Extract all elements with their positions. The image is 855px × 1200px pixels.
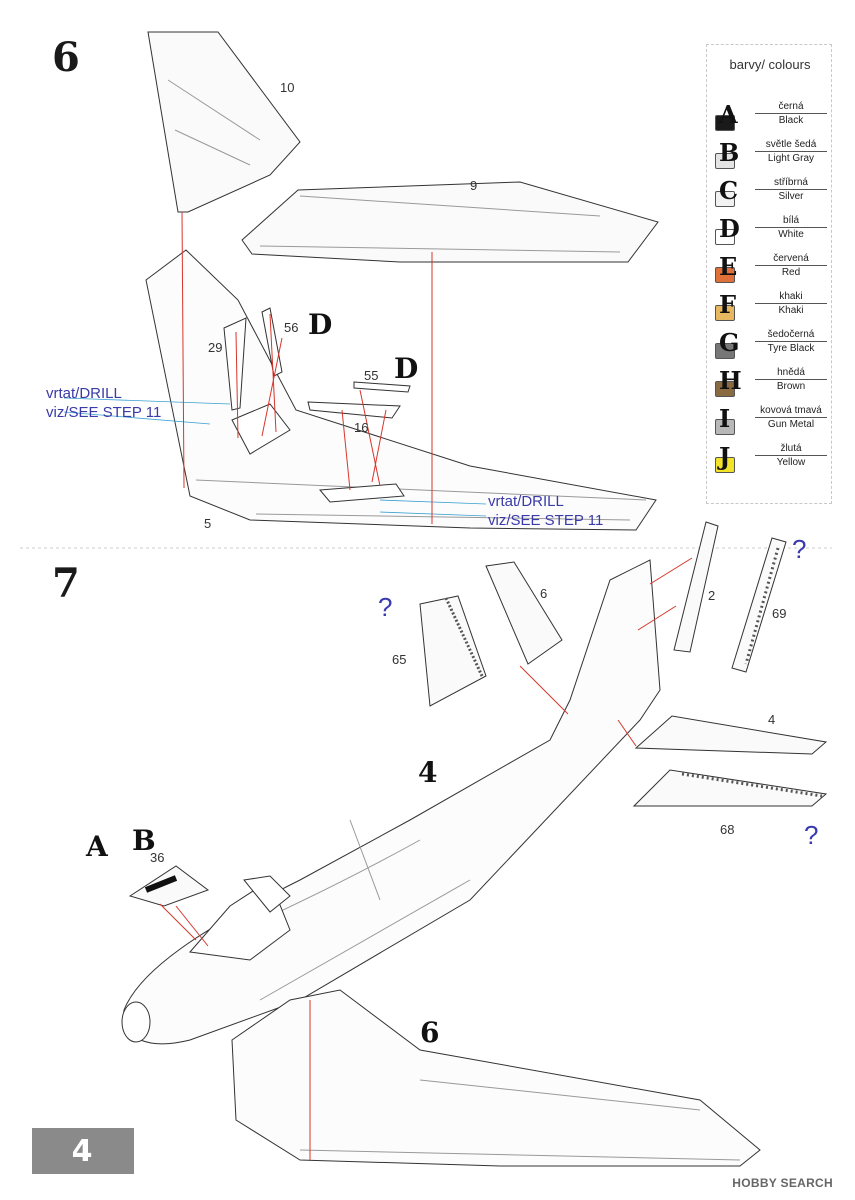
part-56-label: 56: [284, 320, 299, 335]
drill-note-left-line1: vrtat/DRILL: [46, 385, 122, 402]
part-69-label: 69: [772, 606, 787, 621]
drill-note-right-line1: vrtat/DRILL: [488, 493, 564, 510]
part-68-label: 68: [720, 822, 735, 837]
legend-item-f: F khaki Khaki: [715, 291, 827, 325]
footer-watermark: HOBBY SEARCH: [732, 1176, 833, 1190]
fuselage-label: 4: [418, 756, 438, 789]
drill-note-left: vrtat/DRILL viz/SEE STEP 11: [46, 384, 161, 422]
legend-cz-c: stříbrná: [755, 177, 827, 190]
part-55-label: 55: [364, 368, 379, 383]
legend-swatch-g: [715, 343, 735, 359]
legend-en-b: Light Gray: [767, 153, 815, 164]
legend-letter-g: G: [719, 328, 740, 357]
legend-title: barvy/ colours: [729, 57, 811, 72]
part-36-label: 36: [150, 850, 165, 865]
part-29-label: 29: [208, 340, 223, 355]
question-mark-68: ?: [804, 820, 819, 850]
legend-cz-i: kovová tmavá: [755, 405, 827, 418]
legend-item-c: C stříbrná Silver: [715, 177, 827, 211]
part-5-label: 5: [204, 516, 212, 531]
step-6-number: 6: [52, 34, 80, 81]
part-9-label: 9: [470, 178, 478, 193]
legend-cz-j: žlutá: [755, 443, 827, 456]
legend-swatch-j: [715, 457, 735, 473]
part-6-label: 6: [540, 586, 548, 601]
fuselage-part-4: [123, 559, 661, 1045]
legend-en-e: Red: [781, 267, 801, 278]
legend-en-i: Gun Metal: [767, 419, 815, 430]
legend-item-b: B světle šedá Light Gray: [715, 139, 827, 173]
part-10-label: 10: [280, 80, 295, 95]
question-mark-69: ?: [792, 534, 807, 564]
legend-letter-d: D: [719, 214, 740, 243]
legend-letter-a: A: [719, 100, 738, 129]
legend-en-g: Tyre Black: [767, 343, 815, 354]
legend-swatch-c: [715, 191, 735, 207]
drill-note-right-line2: viz/SEE STEP 11: [488, 512, 604, 529]
legend-cz-a: černá: [755, 101, 827, 114]
legend-swatch-f: [715, 305, 735, 321]
legend-letter-e: E: [719, 252, 738, 281]
legend-cz-d: bílá: [755, 215, 827, 228]
legend-item-g: G šedočerná Tyre Black: [715, 329, 827, 363]
legend-swatch-d: [715, 229, 735, 245]
legend-en-d: White: [778, 229, 804, 240]
part-2-label: 2: [708, 588, 716, 603]
rudder-part-6: [485, 561, 563, 665]
legend-item-a: A černá Black: [715, 101, 827, 135]
legend-cz-f: khaki: [755, 291, 827, 304]
legend-cz-g: šedočerná: [755, 329, 827, 342]
color-ref-a: A: [86, 830, 108, 863]
part-4-label: 4: [768, 712, 776, 727]
legend-en-a: Black: [778, 115, 804, 126]
wing-step7: [231, 989, 761, 1167]
legend-en-j: Yellow: [776, 457, 806, 468]
color-ref-b: B: [132, 824, 156, 857]
page-number: 4: [71, 1134, 93, 1169]
canopy-part-36: [128, 865, 210, 907]
colour-legend: barvy/ colours A černá Black B světle še…: [706, 44, 832, 504]
legend-letter-j: J: [719, 442, 731, 471]
color-ref-55: D: [394, 352, 419, 385]
legend-en-h: Brown: [776, 381, 806, 392]
legend-letter-b: B: [719, 138, 740, 167]
wing-part-9: [241, 181, 659, 263]
legend-letter-c: C: [719, 176, 739, 205]
color-ref-56: D: [308, 308, 333, 341]
legend-en-c: Silver: [778, 191, 804, 202]
legend-cz-b: světle šedá: [755, 139, 827, 152]
legend-letter-f: F: [719, 290, 737, 319]
drill-note-left-line2: viz/SEE STEP 11: [46, 404, 162, 421]
legend-en-f: Khaki: [778, 305, 804, 316]
legend-item-e: E červená Red: [715, 253, 827, 287]
part-16-label: 16: [354, 420, 369, 435]
step-7-number: 7: [52, 560, 80, 607]
legend-swatch-a: [715, 115, 735, 131]
legend-swatch-e: [715, 267, 735, 283]
wing-lower-part-5: [145, 249, 657, 531]
legend-item-j: J žlutá Yellow: [715, 443, 827, 477]
legend-cz-e: červená: [755, 253, 827, 266]
drill-note-right: vrtat/DRILL viz/SEE STEP 11: [488, 492, 603, 530]
legend-cz-h: hnědá: [755, 367, 827, 380]
question-mark-65: ?: [378, 592, 393, 622]
part-65-label: 65: [392, 652, 407, 667]
legend-letter-i: I: [719, 404, 731, 433]
legend-swatch-i: [715, 419, 735, 435]
legend-item-d: D bílá White: [715, 215, 827, 249]
wing-upper-part-10: [147, 31, 301, 213]
legend-swatch-b: [715, 153, 735, 169]
page-number-badge: 4: [32, 1128, 134, 1174]
legend-item-i: I kovová tmavá Gun Metal: [715, 405, 827, 439]
wing-label: 6: [420, 1016, 440, 1049]
legend-swatch-h: [715, 381, 735, 397]
legend-letter-h: H: [719, 366, 742, 395]
legend-item-h: H hnědá Brown: [715, 367, 827, 401]
